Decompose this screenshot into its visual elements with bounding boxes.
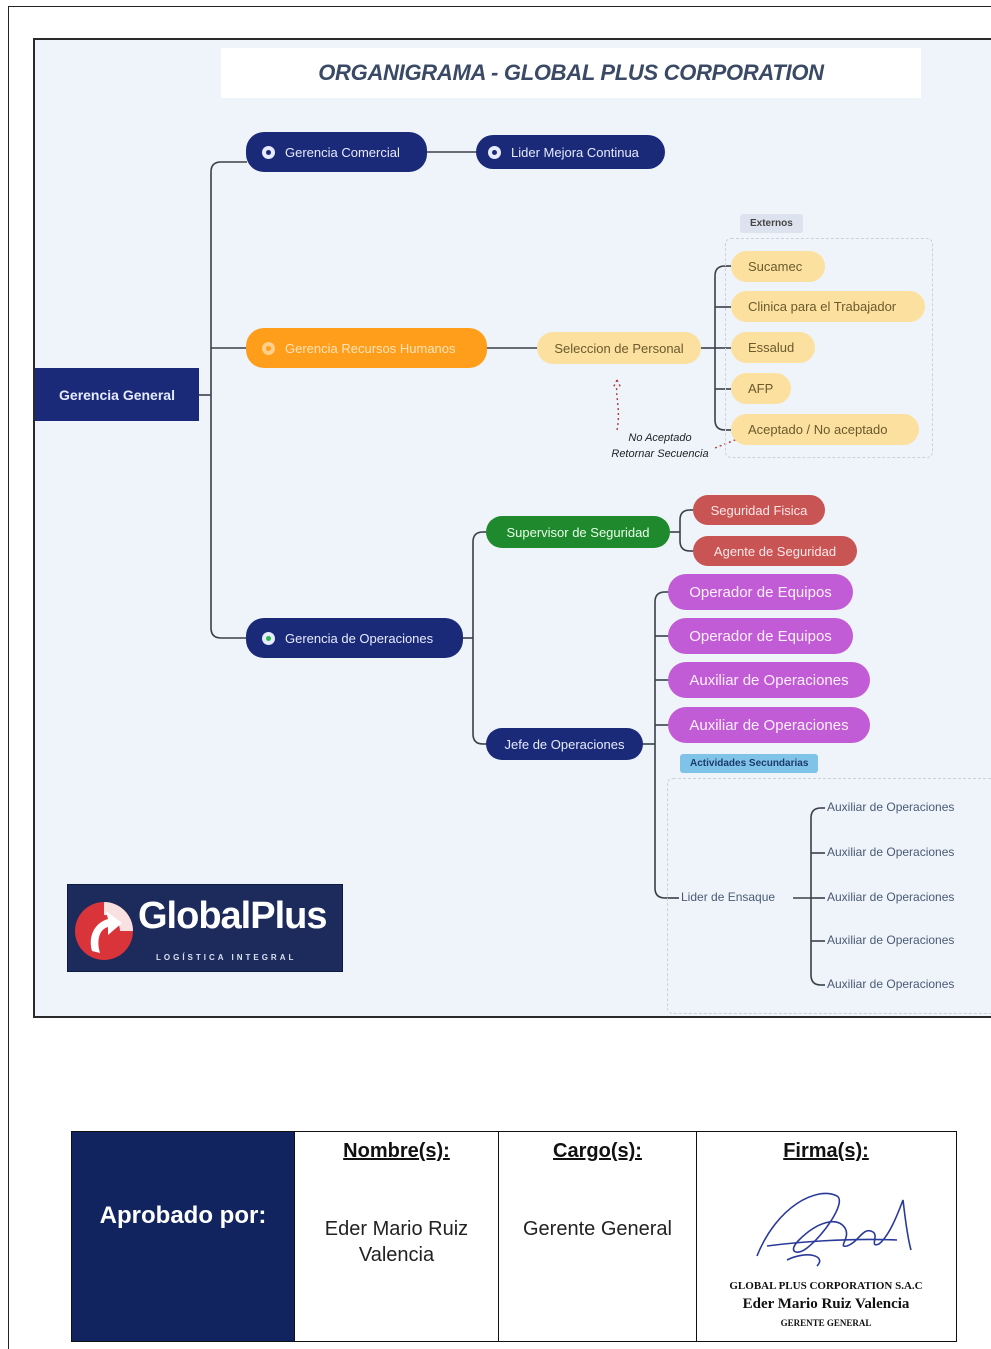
bullet-icon [262, 145, 275, 159]
node-jefe-de-operaciones[interactable]: Jefe de Operaciones [486, 728, 643, 760]
node-seguridad-fisica[interactable]: Seguridad Fisica [693, 495, 825, 525]
stamp-name: Eder Mario Ruiz Valencia [742, 1296, 910, 1312]
node-label: Gerencia Comercial [285, 144, 400, 160]
node-gerencia-de-operaciones[interactable]: Gerencia de Operaciones [246, 618, 463, 658]
node-essalud[interactable]: Essalud [731, 332, 815, 363]
tag-actividades-secundarias: Actividades Secundarias [680, 754, 819, 773]
return-note: No Aceptado Retornar Secuencia [595, 430, 725, 462]
node-agente-de-seguridad[interactable]: Agente de Seguridad [693, 536, 857, 566]
node-lider-de-ensaque[interactable]: Lider de Ensaque [681, 890, 776, 904]
node-operador-de-equipos-1[interactable]: Operador de Equipos [668, 574, 853, 610]
role-cell: Cargo(s): Gerente General [498, 1132, 696, 1341]
approval-label-cell: Aprobado por: [72, 1132, 294, 1341]
org-chart: ORGANIGRAMA - GLOBAL PLUS CORPORATION Ge… [33, 38, 991, 1018]
logo-subtitle: LOGÍSTICA INTEGRAL [156, 953, 297, 962]
tag-externos: Externos [740, 214, 803, 233]
note-line-2: Retornar Secuencia [611, 448, 709, 460]
node-label: Gerencia Recursos Humanos [285, 340, 456, 356]
bullet-icon [262, 631, 275, 645]
node-lider-mejora-continua[interactable]: Lider Mejora Continua [476, 135, 665, 169]
name-header: Nombre(s): [343, 1140, 450, 1162]
approval-table: Aprobado por: Nombre(s): Eder Mario Ruiz… [71, 1131, 957, 1342]
page-frame [8, 6, 991, 1349]
globalplus-logo: GlobalPlus LOGÍSTICA INTEGRAL [67, 884, 343, 972]
note-line-1: No Aceptado [628, 432, 692, 444]
title-band: ORGANIGRAMA - GLOBAL PLUS CORPORATION [221, 48, 921, 98]
stamp-company: GLOBAL PLUS CORPORATION S.A.C [729, 1280, 923, 1292]
signature-cell: Firma(s): GLOBAL PLUS CORPORATION S.A.C … [696, 1132, 955, 1341]
node-seleccion-de-personal[interactable]: Seleccion de Personal [537, 332, 701, 364]
secundarias-group [667, 778, 991, 1014]
node-ensaque-auxiliar-3[interactable]: Auxiliar de Operaciones [827, 890, 955, 904]
bullet-icon [262, 341, 275, 355]
role-header: Cargo(s): [553, 1140, 642, 1162]
handwritten-signature [756, 1192, 912, 1267]
connector-lines [199, 151, 825, 986]
node-auxiliar-de-operaciones-1[interactable]: Auxiliar de Operaciones [668, 662, 870, 698]
node-supervisor-de-seguridad[interactable]: Supervisor de Seguridad [486, 516, 670, 548]
logo-mark-icon [75, 902, 133, 960]
role-value: Gerente General [523, 1218, 672, 1240]
approval-label: Aprobado por: [99, 1202, 267, 1229]
bullet-icon [488, 145, 501, 159]
node-gerencia-general[interactable]: Gerencia General [35, 368, 199, 421]
node-ensaque-auxiliar-2[interactable]: Auxiliar de Operaciones [827, 845, 955, 859]
node-aceptado[interactable]: Aceptado / No aceptado [731, 414, 919, 445]
node-ensaque-auxiliar-1[interactable]: Auxiliar de Operaciones [827, 800, 955, 814]
node-sucamec[interactable]: Sucamec [731, 251, 825, 282]
node-ensaque-auxiliar-4[interactable]: Auxiliar de Operaciones [827, 933, 955, 947]
logo-name: GlobalPlus [138, 895, 327, 937]
node-clinica[interactable]: Clinica para el Trabajador [731, 291, 925, 322]
node-ensaque-auxiliar-5[interactable]: Auxiliar de Operaciones [827, 977, 955, 991]
node-gerencia-comercial[interactable]: Gerencia Comercial [246, 132, 427, 172]
node-label: Gerencia de Operaciones [285, 630, 434, 646]
node-auxiliar-de-operaciones-2[interactable]: Auxiliar de Operaciones [668, 707, 870, 743]
name-value: Eder Mario Ruiz Valencia [324, 1218, 469, 1266]
node-afp[interactable]: AFP [731, 373, 791, 404]
node-gerencia-recursos-humanos[interactable]: Gerencia Recursos Humanos [246, 328, 487, 368]
diagram-title: ORGANIGRAMA - GLOBAL PLUS CORPORATION [318, 60, 824, 85]
signature-header: Firma(s): [783, 1140, 869, 1162]
stamp-role: GERENTE GENERAL [780, 1318, 872, 1328]
node-operador-de-equipos-2[interactable]: Operador de Equipos [668, 618, 853, 654]
externos-group [725, 238, 933, 458]
node-label: Lider Mejora Continua [511, 144, 639, 160]
name-cell: Nombre(s): Eder Mario Ruiz Valencia [294, 1132, 498, 1341]
